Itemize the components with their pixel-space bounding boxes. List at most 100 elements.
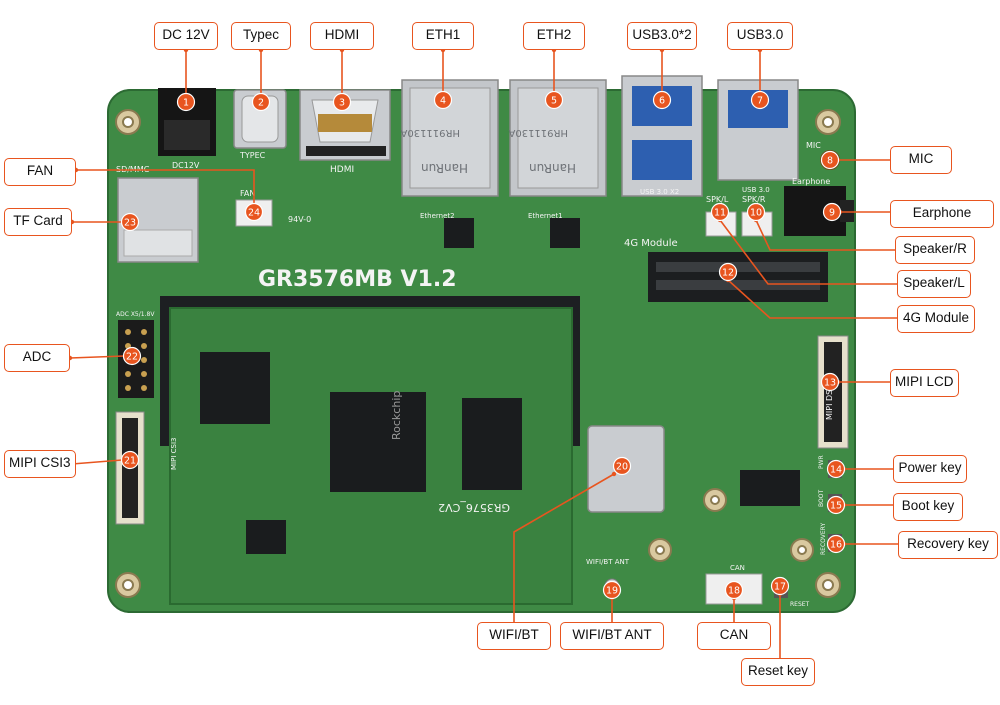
marker-number: 15 (830, 501, 842, 512)
leader-line-24 (76, 169, 255, 204)
silk-hdmi: HDMI (330, 165, 354, 175)
number-marker-18: 18 (724, 580, 744, 600)
marker-number: 10 (750, 208, 762, 219)
marker-number: 11 (714, 208, 726, 219)
number-marker-24: 24 (244, 202, 264, 222)
callout-label-11: Speaker/L (897, 270, 971, 298)
silk-boot: BOOT (818, 490, 825, 507)
core-module-name: GR3576_CV2 (438, 501, 510, 514)
marker-circle (433, 90, 453, 110)
marker-number: 13 (824, 378, 836, 389)
marker-circle (770, 576, 790, 596)
marker-number: 18 (728, 586, 740, 597)
marker-number: 9 (829, 208, 835, 219)
marker-circle (724, 580, 744, 600)
callout-label-6: USB3.0*2 (627, 22, 697, 50)
silk-mic: MIC (806, 141, 821, 150)
mount-holes (115, 109, 841, 598)
silk-pwr: PWR (818, 455, 825, 469)
marker-number: 14 (830, 465, 842, 476)
number-marker-5: 5 (544, 90, 564, 110)
callout-label-8: MIC (890, 146, 952, 174)
marker-circle (750, 90, 770, 110)
silk-earphone: Earphone (792, 177, 830, 186)
marker-circle (244, 202, 264, 222)
marker-circle (826, 534, 846, 554)
silk-fan: FAN (240, 189, 255, 198)
callout-label-20: WIFI/BT (477, 622, 551, 650)
module-4g-slot (648, 252, 828, 302)
leader-line-21 (71, 459, 123, 465)
callout-label-9: Earphone (890, 200, 994, 228)
eth1-jack (401, 79, 499, 197)
silk-magjack-part-1: HR911130A (400, 127, 460, 138)
marker-number: 3 (339, 98, 345, 109)
callout-label-4: ETH1 (412, 22, 474, 50)
silk-usb30-x2: USB 3.0 X2 (640, 188, 679, 196)
leader-dot-20 (611, 471, 617, 477)
silk-reset: RESET (790, 601, 810, 608)
eth-phy-2 (550, 218, 580, 248)
marker-number: 20 (616, 462, 628, 473)
marker-number: 24 (248, 208, 260, 219)
callout-label-23: TF Card (4, 208, 72, 236)
callout-label-3: HDMI (310, 22, 374, 50)
leader-line-22 (69, 355, 125, 359)
marker-circle (820, 150, 840, 170)
callout-label-5: ETH2 (523, 22, 585, 50)
earphone-jack (784, 186, 854, 236)
callout-label-19: WIFI/BT ANT (560, 622, 664, 650)
number-marker-4: 4 (433, 90, 453, 110)
callout-label-16: Recovery key (898, 531, 998, 559)
silk-ethernet1: Ethernet1 (528, 212, 563, 220)
silk-ethernet2: Ethernet2 (420, 212, 455, 220)
marker-number: 23 (124, 218, 136, 229)
number-marker-8: 8 (820, 150, 840, 170)
number-marker-3: 3 (332, 92, 352, 112)
callout-label-17: Reset key (741, 658, 815, 686)
leader-line-12 (727, 279, 897, 319)
marker-circle (710, 202, 730, 222)
leader-line-20 (513, 473, 615, 622)
number-marker-20: 20 (612, 456, 632, 476)
marker-number: 8 (827, 156, 833, 167)
number-marker-11: 11 (710, 202, 730, 222)
silk-dc12v: DC12V (172, 161, 200, 170)
marker-number: 19 (606, 586, 618, 597)
marker-circle (120, 212, 140, 232)
marker-number: 16 (830, 540, 842, 551)
callout-label-10: Speaker/R (895, 236, 975, 264)
silk-rating: 94V-0 (288, 215, 311, 224)
number-marker-7: 7 (750, 90, 770, 110)
marker-number: 12 (722, 268, 734, 279)
silk-mipi-csi: MIPI CSI3 (170, 438, 178, 470)
callout-label-14: Power key (893, 455, 967, 483)
eth-phy-1 (444, 218, 474, 248)
silk-can: CAN (730, 564, 745, 572)
leader-line-10 (755, 219, 895, 251)
eth2-jack (509, 79, 607, 197)
marker-circle (122, 346, 142, 366)
callout-label-12: 4G Module (897, 305, 975, 333)
mipi-dsi-connector (817, 335, 849, 449)
callout-label-2: Typec (231, 22, 291, 50)
number-marker-19: 19 (602, 580, 622, 600)
number-marker-14: 14 (826, 459, 846, 479)
pmic-chip (246, 520, 286, 554)
number-marker-1: 1 (176, 92, 196, 112)
silk-magjack-brand-1: HanRun (421, 161, 468, 175)
dc-jack (158, 88, 216, 156)
number-marker-13: 13 (820, 372, 840, 392)
callout-label-13: MIPI LCD (890, 369, 959, 397)
marker-circle (820, 372, 840, 392)
board-model: GR3576MB V1.2 (258, 267, 457, 292)
marker-number: 22 (126, 352, 138, 363)
callout-label-1: DC 12V (154, 22, 218, 50)
silk-usb30: USB 3.0 (742, 186, 770, 194)
number-marker-2: 2 (251, 92, 271, 112)
silk-spk-l: SPK/L (706, 195, 729, 204)
silk-spk-r: SPK/R (742, 195, 766, 204)
marker-number: 5 (551, 96, 557, 107)
